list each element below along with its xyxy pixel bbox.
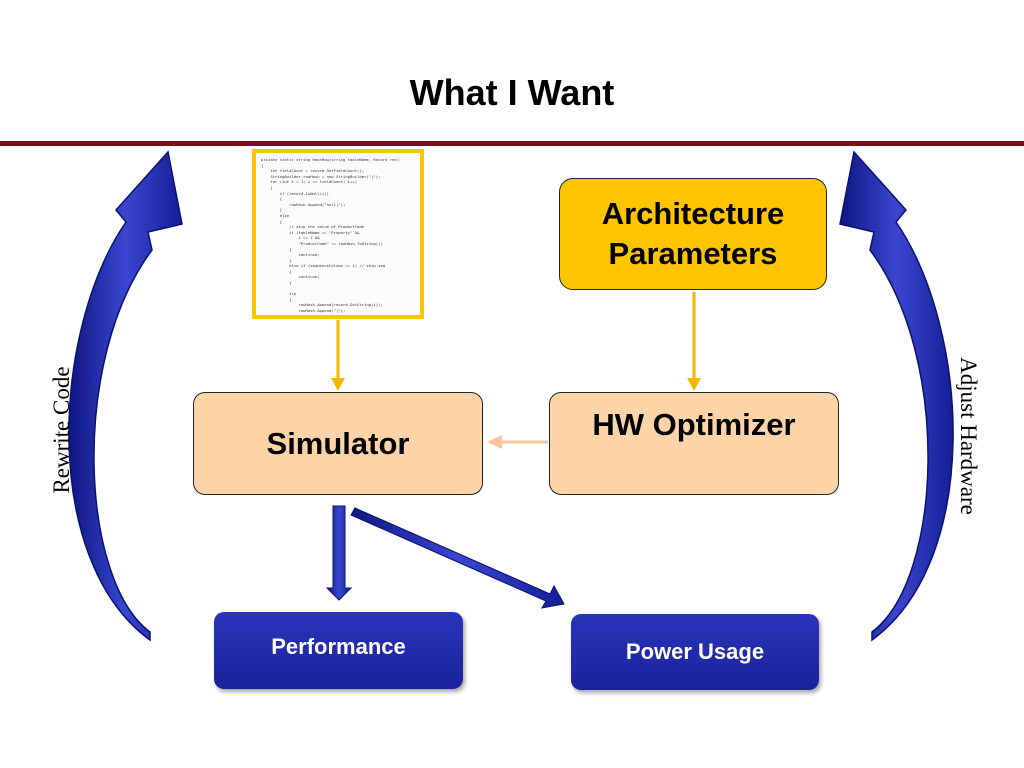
code-line: { [261, 296, 292, 302]
code-line: { [261, 218, 283, 224]
code-line: rowHash.Append(record.GetString(i)); [261, 302, 383, 308]
power-usage-label: Power Usage [625, 639, 765, 664]
performance-label: Performance [271, 633, 406, 659]
performance-node: Performance [214, 612, 463, 689]
architecture-parameters-node: Architecture Parameters [559, 178, 827, 290]
code-line: { [261, 246, 292, 252]
code-line: { [261, 162, 264, 168]
hw-optimizer-node: HW Optimizer [549, 392, 839, 495]
code-line: i == 2 && [261, 235, 320, 241]
code-snippet-image: private static string HashRow(string tab… [252, 149, 424, 319]
code-line: // skip the value of ProductCode [261, 224, 365, 230]
code-line: { [261, 268, 292, 274]
arch-to-hw-arrowhead-icon [687, 378, 701, 391]
code-line: } [261, 207, 283, 213]
code-line: "ProductCode" == rowHash.ToString()) [261, 240, 383, 246]
code-line: if (record.IsNull(i)) [261, 190, 329, 196]
simulator-label: Simulator [266, 425, 410, 461]
code-line: continue; [261, 252, 320, 258]
title-underline [0, 141, 1024, 146]
code-line: StringBuilder rowHash = new StringBuilde… [261, 173, 381, 179]
adjust-hardware-label: Adjust Hardware [956, 357, 981, 515]
slide-title: What I Want [409, 72, 615, 113]
code-line: } [261, 313, 292, 319]
code-line: rowHash.Append("|"); [261, 308, 346, 314]
code-to-simulator-arrowhead-icon [331, 378, 345, 391]
code-line: int fieldCount = record.GetFieldCount(); [261, 168, 365, 174]
code-line: } [261, 257, 292, 263]
code-line: for (int i = 1; i <= fieldCount; i++) [261, 179, 358, 185]
code-line: continue; [261, 274, 320, 280]
simulator-to-performance-arrow-icon [325, 505, 353, 601]
hw-to-simulator-arrowhead-icon [487, 435, 502, 449]
code-line: else [261, 212, 290, 218]
parameters-label: Parameters [608, 236, 778, 271]
architecture-label: Architecture [601, 196, 785, 231]
code-line: try [261, 291, 297, 297]
hw-optimizer-label: HW Optimizer [592, 407, 796, 442]
code-line: { [261, 196, 283, 202]
adjust-hardware-arrow-icon [839, 150, 954, 642]
power-usage-node: Power Usage [571, 614, 819, 690]
code-line: private static string HashRow(string tab… [261, 157, 400, 162]
code-line: } [261, 280, 292, 286]
rewrite-code-arrow-icon [68, 150, 183, 642]
code-line: rowHash.Append("null|"); [261, 201, 346, 207]
rewrite-code-label: Rewrite Code [49, 366, 74, 494]
code-line: else if (sequenceColumn == i) // skip se… [261, 263, 386, 269]
code-line: if (tableName == "Property" && [261, 229, 360, 235]
code-line: { [261, 184, 273, 190]
simulator-node: Simulator [193, 392, 483, 495]
simulator-to-power-arrow-icon [350, 507, 565, 609]
